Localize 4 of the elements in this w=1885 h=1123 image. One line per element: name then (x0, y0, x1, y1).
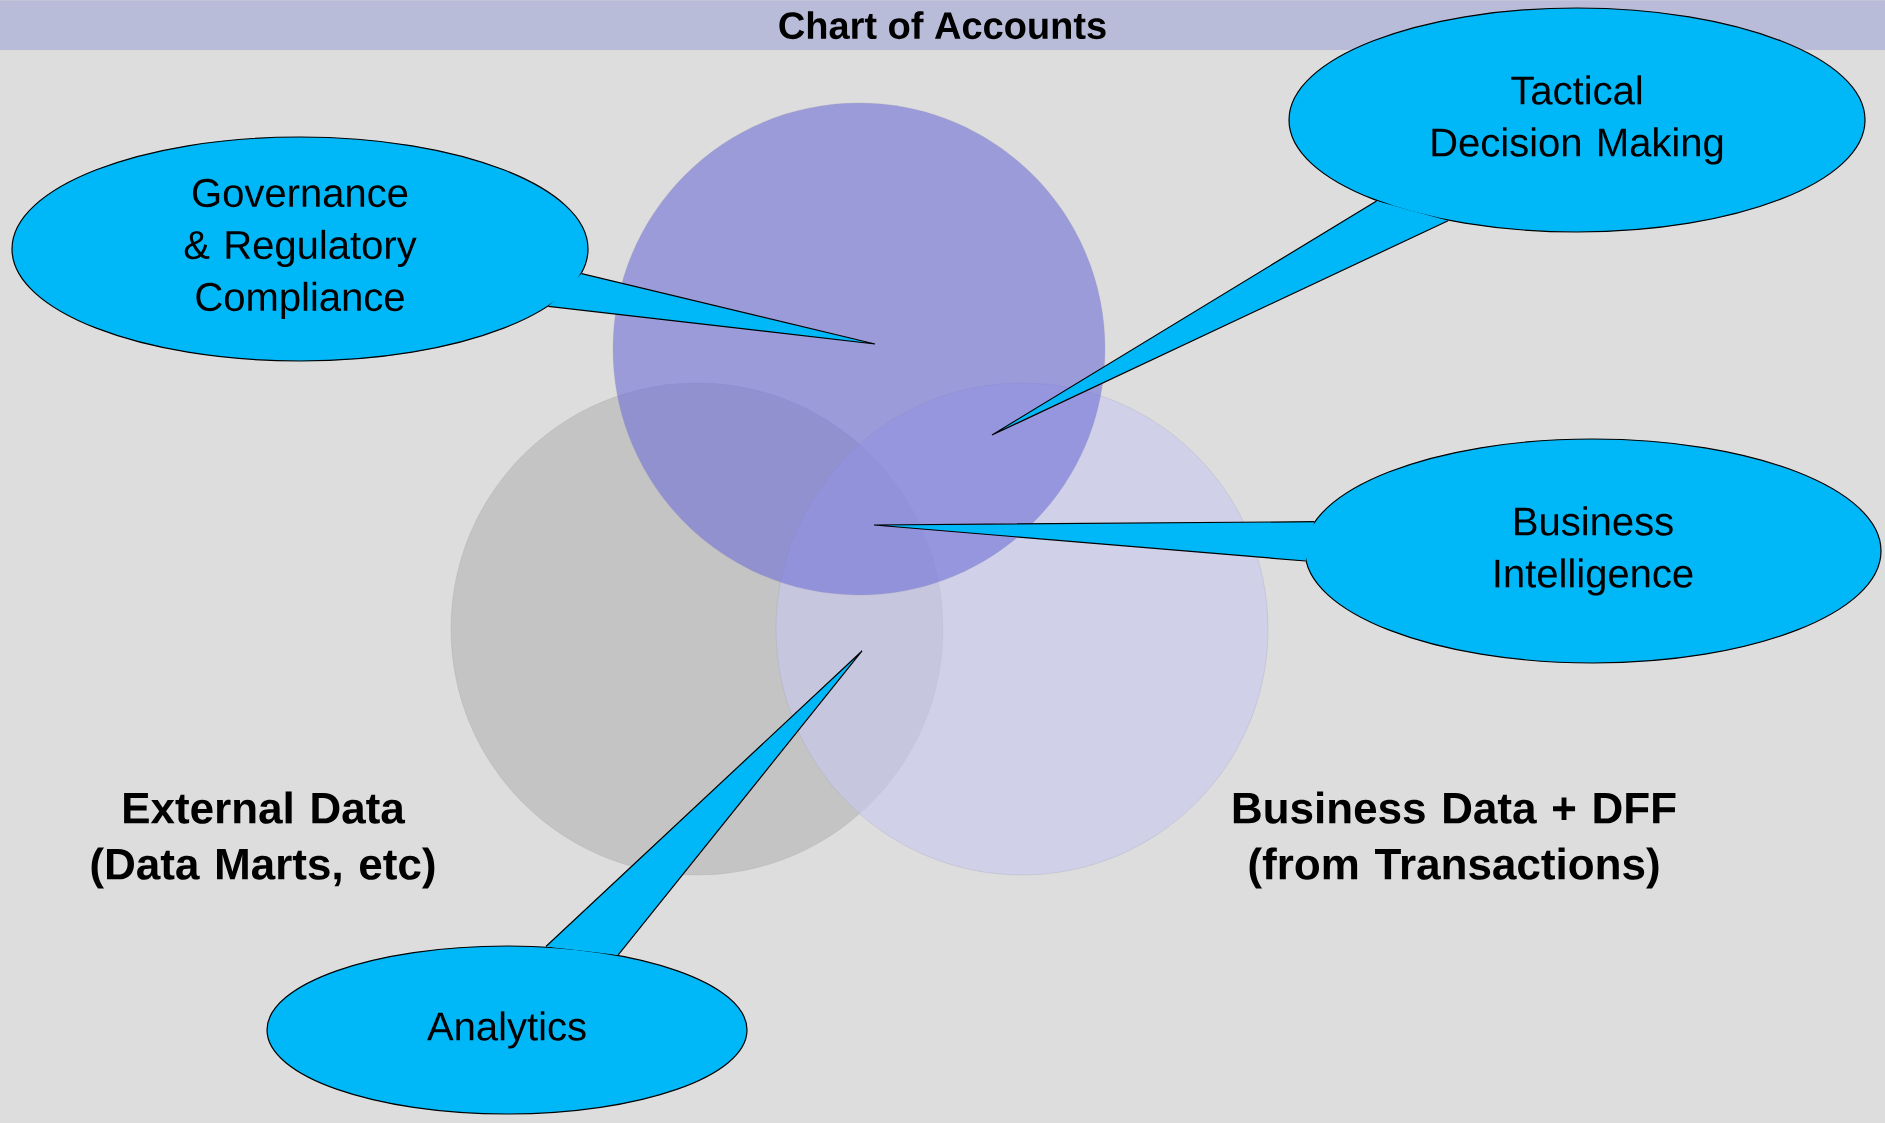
venn-circle (612, 102, 1106, 596)
circle-label: Business Data + DFF (from Transactions) (1233, 791, 1676, 889)
callout-bubble: Governance & Regulatory Compliance (11, 136, 876, 362)
callout-bubble: Business Intelligence (873, 438, 1882, 664)
